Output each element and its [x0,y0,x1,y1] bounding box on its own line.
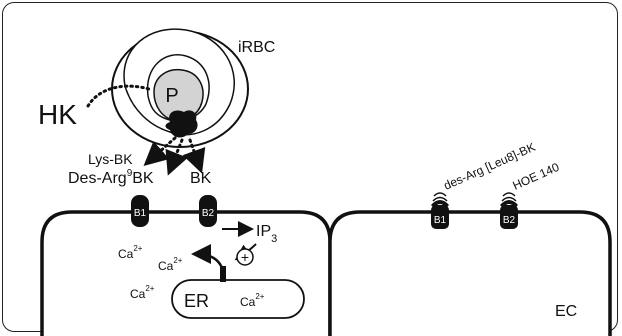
irbc-label: iRBC [238,39,275,56]
svg-text:B2: B2 [202,208,215,219]
ca-cytosol-1: Ca2+ [118,244,143,261]
ip3-receptor-channel [220,266,226,282]
parasite-label: P [165,85,178,107]
b2-antagonist-label: HOE 140 [511,160,562,193]
des-arg9-bk-label: Des-Arg9BK [68,168,154,187]
svg-text:B1: B1 [134,208,147,219]
svg-text:+: + [241,249,249,265]
ip3-label: IP3 [256,223,277,245]
ca-cytosol-2: Ca2+ [158,256,183,273]
svg-text:B1: B1 [434,215,447,226]
lys-bk-label: Lys-BK [88,151,133,167]
right-b2-receptor: B2 [500,192,518,229]
ec-label: EC [555,303,577,320]
ca-cytosol-3: Ca2+ [130,284,155,301]
hk-label: HK [38,99,77,130]
irbc-cell: P iRBC [111,28,275,148]
hk-dotted-path [86,84,154,108]
left-b1-receptor: B1 [131,195,149,227]
bk-label: BK [190,170,212,187]
kinin-release-arrows [143,136,206,176]
right-b1-receptor: B1 [431,192,449,229]
er-label: ER [184,291,209,311]
calcium-release-arrow [191,244,224,269]
right-endothelial-cell [328,210,612,336]
parasite [153,68,204,122]
protease-cluster [165,110,198,138]
er-organelle [171,279,305,319]
svg-text:B2: B2 [503,215,516,226]
stimulation-plus-icon: + [236,248,254,266]
ca-er: Ca2+ [240,292,265,309]
left-b2-receptor: B2 [199,195,217,227]
